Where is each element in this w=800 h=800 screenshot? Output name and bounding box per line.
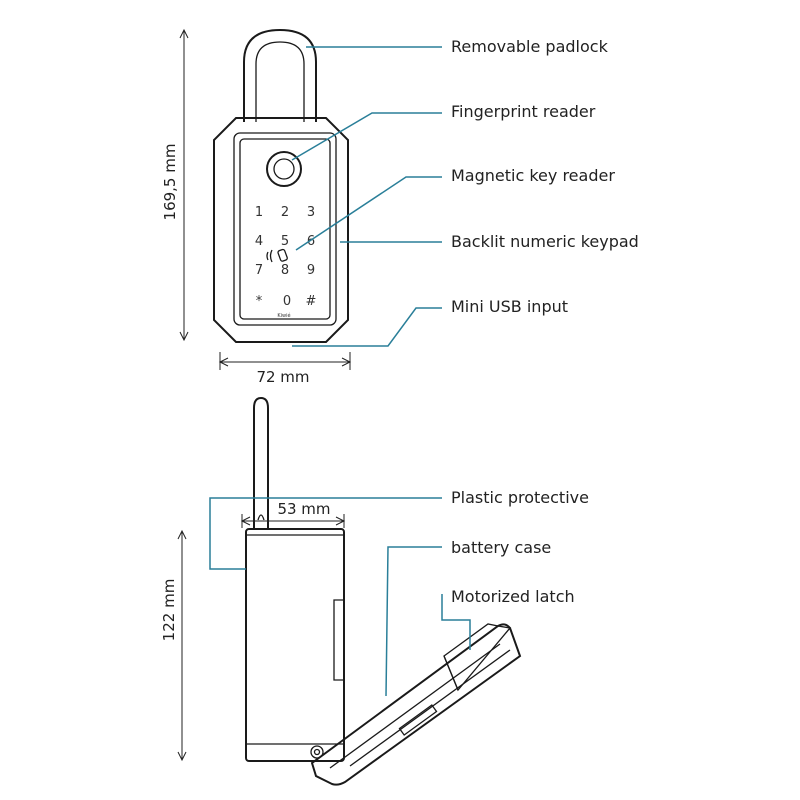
key-9: 9	[307, 263, 315, 278]
battery-case-door	[310, 623, 522, 786]
side-depth-label: 53 mm	[277, 500, 330, 518]
label-removable-padlock: Removable padlock	[451, 37, 609, 56]
side-body	[245, 528, 345, 762]
front-width-label: 72 mm	[256, 368, 309, 386]
label-magnetic-key-reader: Magnetic key reader	[451, 166, 615, 185]
label-mini-usb: Mini USB input	[451, 297, 568, 316]
front-leaders	[291, 46, 442, 347]
label-battery-case: battery case	[451, 538, 551, 557]
leader-plastic-protective	[209, 497, 442, 570]
keypad-panel	[233, 132, 337, 326]
leader-fingerprint	[291, 112, 442, 161]
side-shackle	[253, 396, 269, 530]
key-4: 4	[255, 234, 263, 249]
key-1: 1	[255, 205, 263, 220]
front-height-label: 169,5 mm	[161, 144, 179, 221]
label-motorized-latch: Motorized latch	[451, 587, 575, 606]
padlock-shackle	[243, 28, 317, 122]
key-2: 2	[281, 205, 289, 220]
side-view: 53 mm 122 mm	[160, 396, 522, 786]
leader-usb	[292, 307, 442, 347]
key-3: 3	[307, 205, 315, 220]
front-view: 1 2 3 4 5 6 7 8 9 * 0 # Kiwié 169,5 mm 7…	[161, 28, 352, 386]
leader-battery-case	[385, 546, 442, 697]
key-8: 8	[281, 263, 289, 278]
nfc-icon	[266, 248, 288, 263]
side-height-label: 122 mm	[160, 579, 178, 642]
fingerprint-icon	[266, 151, 302, 187]
side-screw	[310, 745, 324, 759]
key-6: 6	[307, 234, 315, 249]
key-star: *	[256, 294, 263, 309]
lockbox-body	[213, 117, 349, 343]
leader-motorized-latch	[441, 594, 471, 650]
leader-magnetic	[295, 176, 442, 251]
label-fingerprint-reader: Fingerprint reader	[451, 102, 596, 121]
keypad-panel-inner	[239, 138, 331, 320]
label-plastic-protective: Plastic protective	[451, 488, 589, 507]
key-hash: #	[306, 294, 317, 309]
key-7: 7	[255, 263, 263, 278]
key-0: 0	[283, 294, 291, 309]
padlock-shackle-inner	[255, 41, 305, 122]
key-5: 5	[281, 234, 289, 249]
label-backlit-keypad: Backlit numeric keypad	[451, 232, 639, 251]
side-leaders	[209, 497, 471, 697]
brand-logo: Kiwié	[277, 312, 290, 319]
